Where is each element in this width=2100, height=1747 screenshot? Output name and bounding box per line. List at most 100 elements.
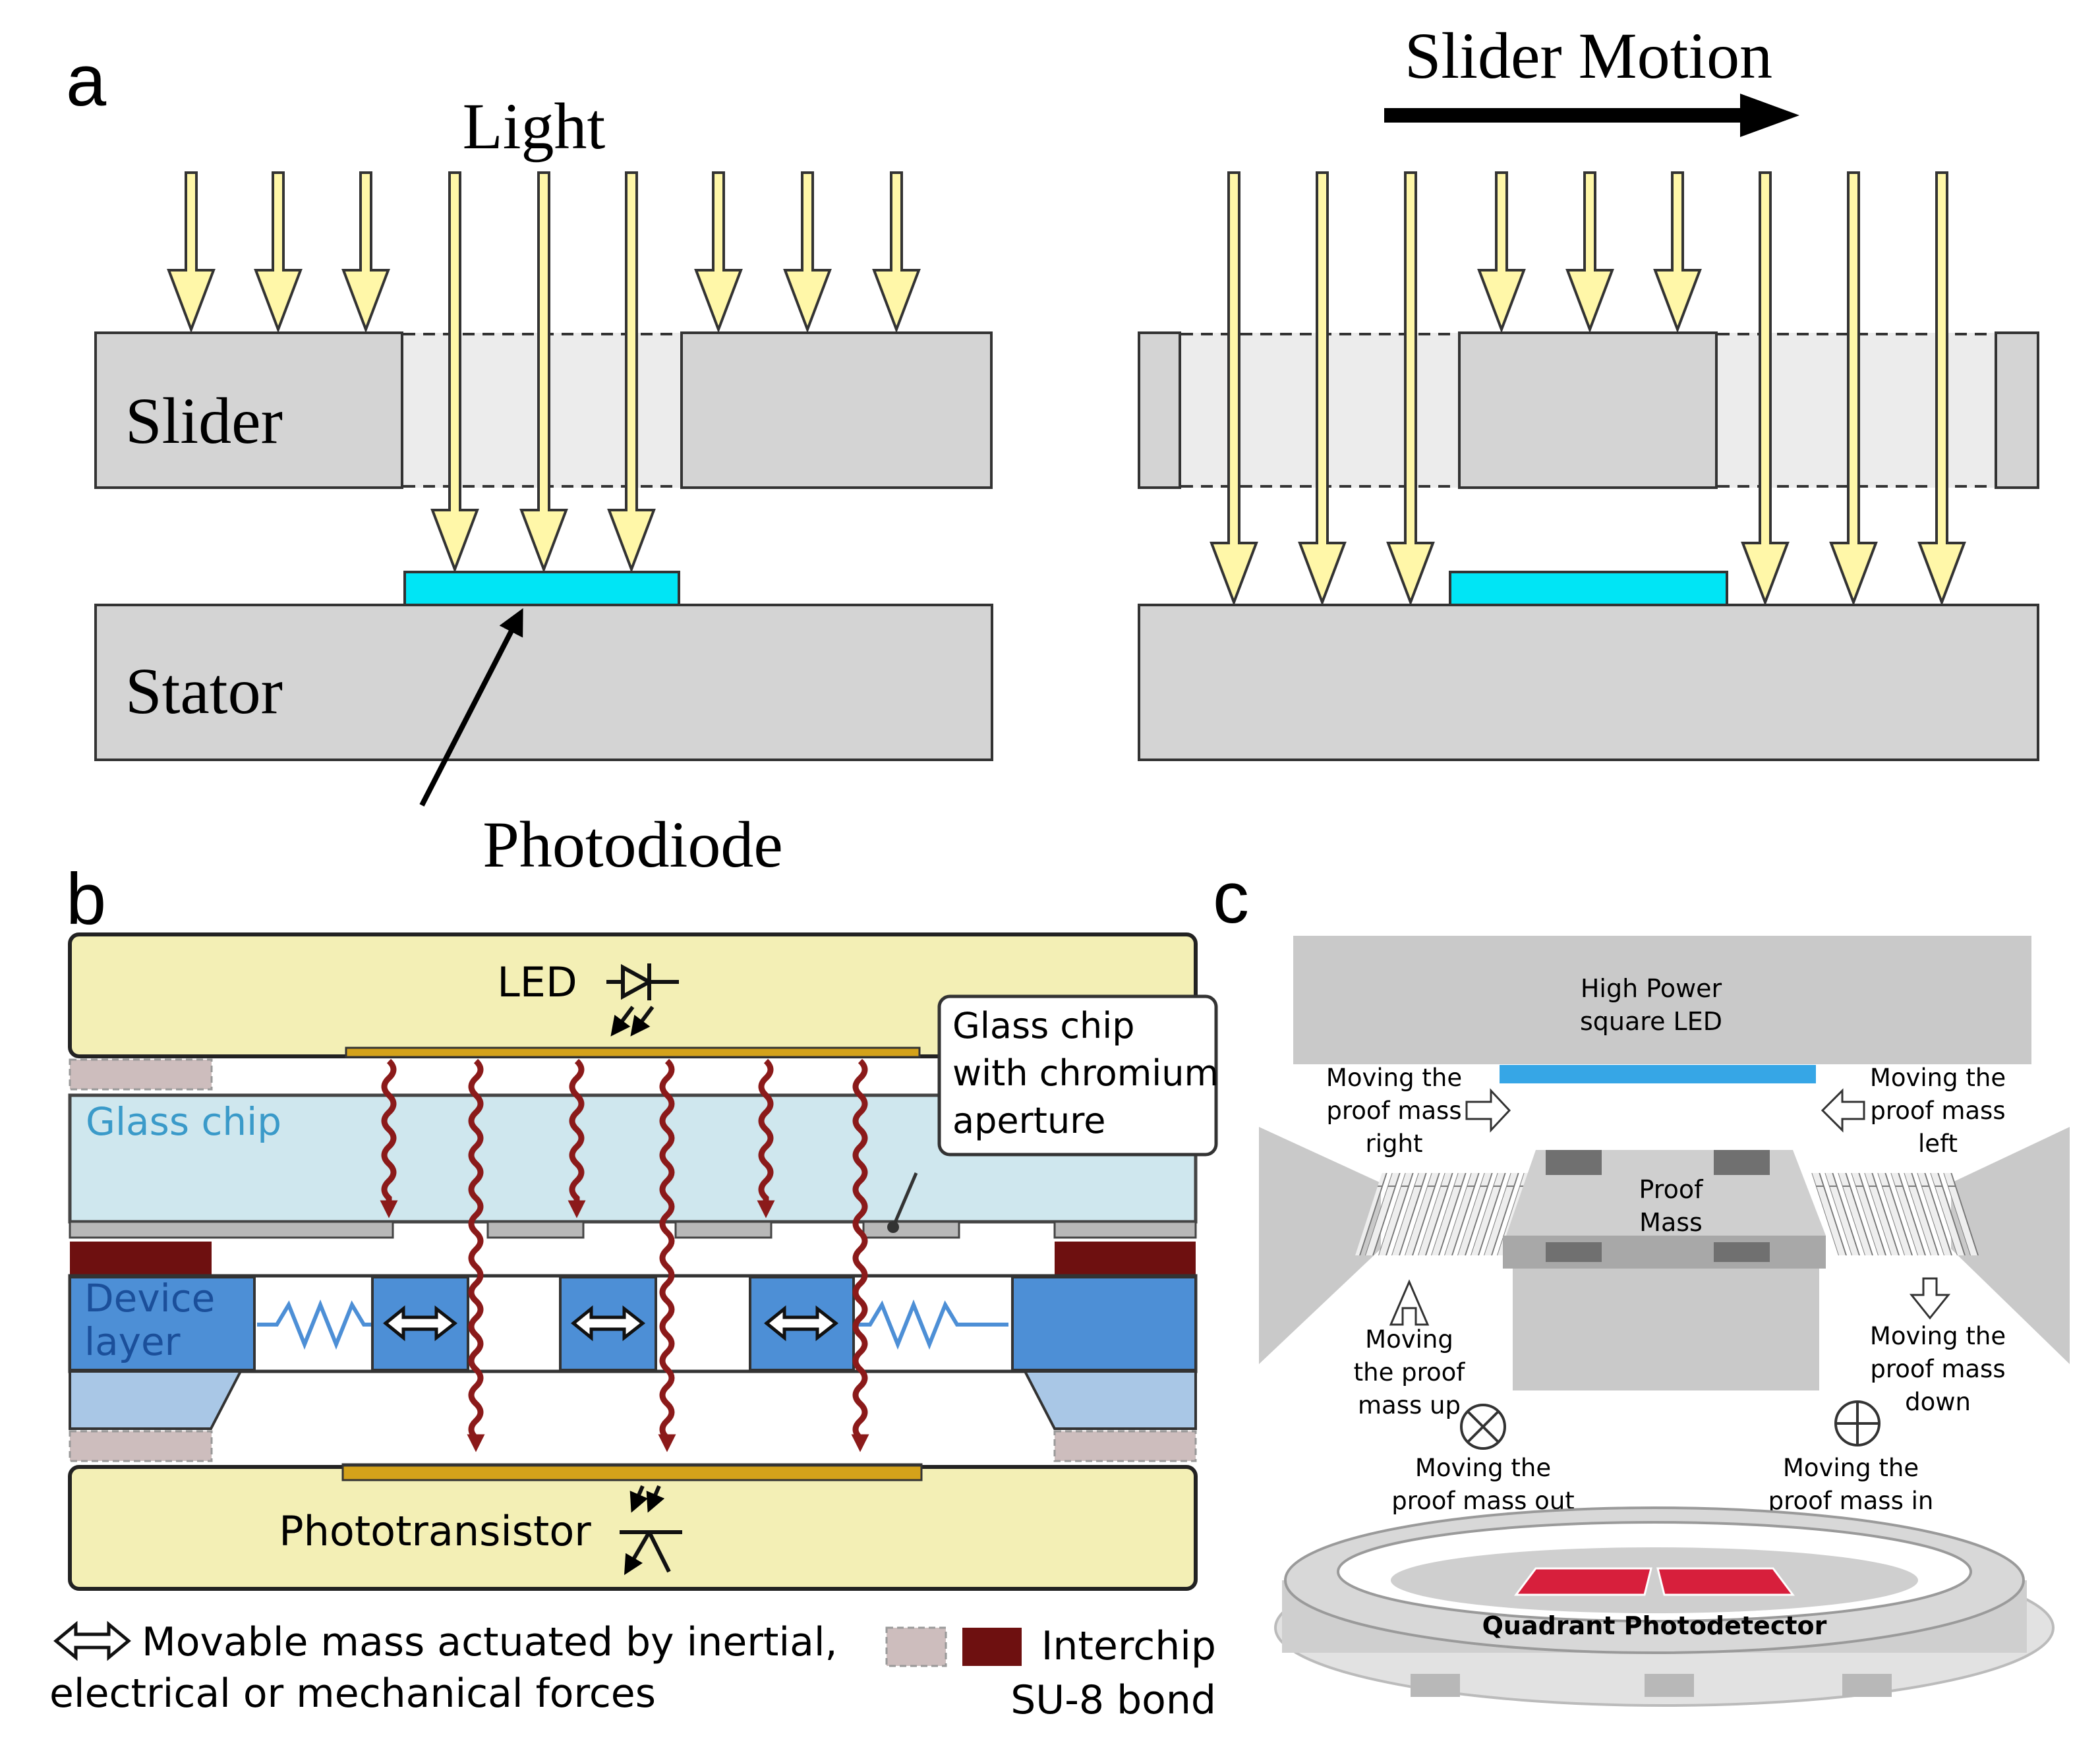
left-label-2: proof mass (1870, 1097, 2005, 1125)
right-label-3: right (1366, 1130, 1423, 1158)
right-label-1: Moving the (1326, 1064, 1462, 1092)
light-arrow-icon (872, 171, 921, 333)
out-of-page-icon (1460, 1404, 1506, 1450)
light-arrow-icon (694, 171, 743, 333)
light-arrow-icon (519, 171, 568, 573)
bond-dark-right (1055, 1242, 1196, 1274)
photodiode-pointer (419, 608, 523, 807)
panel-b-label: b (66, 859, 106, 940)
spring-right-icon (854, 1299, 1008, 1350)
device-layer-label-1: Device (84, 1276, 215, 1321)
in-label-1: Moving the (1783, 1454, 1919, 1482)
proof-mass-body (1513, 1269, 1819, 1390)
device-anchor-right (1011, 1276, 1197, 1371)
light-arrow-icon (1829, 171, 1878, 606)
light-arrows-right (1210, 171, 1966, 606)
led-emitter-strip (345, 1046, 921, 1058)
comb-right (1808, 1173, 1980, 1255)
bond-light-bl (69, 1430, 213, 1462)
slider-moved-block (1458, 331, 1718, 489)
spring-left-icon (257, 1299, 372, 1350)
arrow-left-icon (1821, 1088, 1865, 1133)
light-arrow-icon (1653, 171, 1702, 333)
legend-movable-line-1: Movable mass actuated by inertial, (142, 1619, 838, 1665)
light-arrow-icon (607, 171, 656, 573)
led-block-line-1: High Power (1581, 974, 1722, 1003)
into-page-icon (1834, 1400, 1881, 1446)
proof-mass-line-1: Proof (1639, 1175, 1705, 1204)
led-block (1293, 936, 2031, 1064)
light-arrow-icon (1917, 171, 1966, 606)
led-block-line-2: square LED (1580, 1007, 1722, 1036)
slider-label: Slider (125, 384, 283, 457)
glass-chip-label: Glass chip (86, 1099, 281, 1144)
legend-bond-line-1: Interchip (1041, 1623, 1216, 1669)
light-arrow-icon (1741, 171, 1790, 606)
panel-a: a Light Slider Motion Slider Stator Phot… (66, 19, 2039, 881)
quadrant-photodetector: Quadrant Photodetector (1274, 1506, 2055, 1707)
photodiode-right (1449, 571, 1728, 606)
device-layer-label-2: layer (84, 1319, 181, 1364)
light-arrow-icon (1210, 171, 1258, 606)
legend-bond: Interchip SU-8 bond (885, 1623, 1216, 1723)
legend-bond-line-2: SU-8 bond (1010, 1677, 1216, 1723)
stator-label: Stator (125, 654, 283, 728)
arrow-up-icon (1389, 1279, 1430, 1326)
stator-block (94, 604, 993, 761)
proof-mass-line-2: Mass (1639, 1208, 1703, 1237)
chromium-aperture (69, 1220, 1197, 1239)
light-arrow-icon (167, 171, 216, 333)
legend-bond-light-swatch (885, 1626, 947, 1667)
stator-right (1138, 571, 2039, 761)
up-label-3: mass up (1358, 1391, 1461, 1419)
detector-quadrant-1 (1514, 1567, 1652, 1596)
stator-left: Stator (94, 571, 993, 761)
light-arrow-icon (1565, 171, 1614, 333)
out-label-1: Moving the (1415, 1454, 1551, 1482)
wavy-ray-icon (467, 1058, 485, 1452)
in-label-2: proof mass in (1768, 1487, 1934, 1515)
phototransistor-symbol-icon (620, 1485, 682, 1576)
light-arrow-icon (1386, 171, 1435, 606)
phototransistor-label: Phototransistor (279, 1507, 591, 1555)
light-label: Light (463, 90, 606, 163)
photodiode-label: Photodiode (482, 808, 783, 881)
callout-line-2: with chromium (952, 1052, 1219, 1094)
up-label-1: Moving (1365, 1325, 1453, 1354)
handle-right (1022, 1370, 1197, 1430)
bond-light-br (1053, 1430, 1197, 1462)
detector-label: Quadrant Photodetector (1482, 1611, 1827, 1640)
double-arrow-icons (383, 1305, 839, 1342)
wavy-ray-icon (568, 1058, 586, 1218)
light-arrow-icon (1477, 171, 1526, 333)
light-arrow-icon (430, 171, 479, 573)
slider-motion-label: Slider Motion (1405, 19, 1772, 92)
down-label-1: Moving the (1870, 1322, 2006, 1350)
led-symbol-icon (606, 963, 679, 1037)
panel-c-label: c (1213, 857, 1249, 938)
wavy-ray-icon (851, 1058, 869, 1452)
light-arrows-left (167, 171, 921, 573)
callout-line-1: Glass chip (952, 1005, 1135, 1046)
anchor-left (1259, 1127, 1381, 1364)
slider-right-moved (1138, 331, 2039, 489)
wavy-ray-icon (757, 1058, 775, 1218)
photodiode-left (403, 571, 680, 606)
left-label-1: Moving the (1870, 1064, 2006, 1092)
legend-movable: Movable mass actuated by inertial, elect… (49, 1619, 838, 1717)
down-label-3: down (1905, 1388, 1971, 1416)
device-anchor-left (69, 1276, 256, 1371)
led-emitter (1500, 1065, 1816, 1083)
phototransistor-chip (68, 1465, 1198, 1591)
light-arrow-icon (1298, 171, 1347, 606)
wavy-ray-icon (380, 1058, 398, 1218)
slider-right-block (680, 331, 993, 489)
bond-light-tl (69, 1058, 213, 1091)
panel-a-label: a (66, 40, 107, 121)
panel-b: b LED Glass chip D (49, 859, 1219, 1723)
comb-left (1355, 1173, 1531, 1255)
legend-movable-line-2: electrical or mechanical forces (49, 1671, 656, 1717)
light-arrow-icon (341, 171, 390, 333)
slider-motion-arrow (1384, 94, 1799, 137)
